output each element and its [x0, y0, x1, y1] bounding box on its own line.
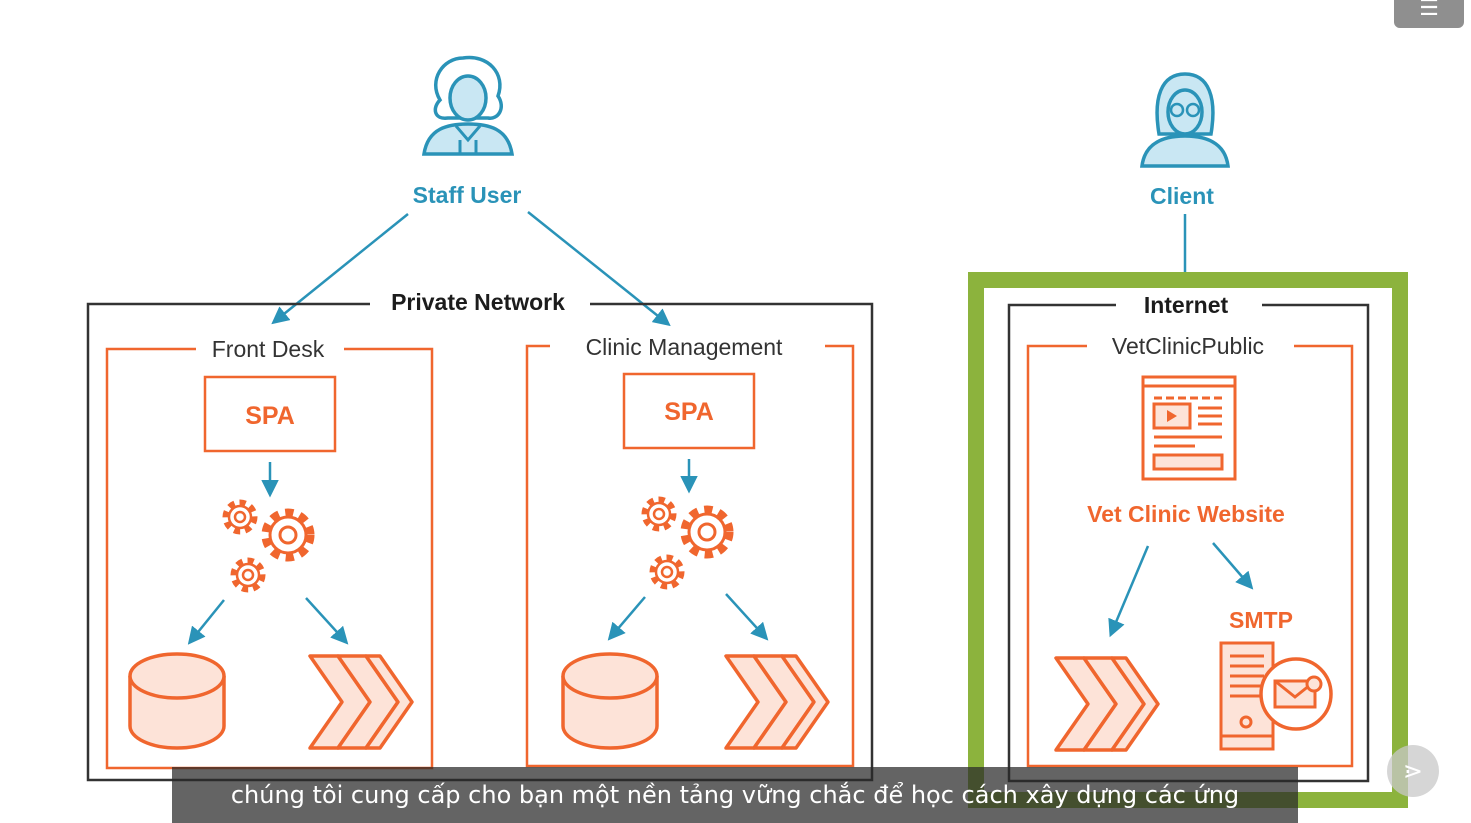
front-desk-db-arrow	[187, 599, 225, 645]
clinic-management-frame	[525, 344, 855, 768]
website-icon	[1141, 375, 1237, 481]
clinic-management-spa-box	[622, 372, 756, 450]
staff-to-clinic-management-arrow	[527, 211, 671, 327]
smtp-label: SMTP	[1229, 607, 1293, 633]
staff-user-label: Staff User	[413, 182, 522, 208]
vet-clinic-website-label: Vet Clinic Website	[1087, 501, 1285, 527]
front-desk-title: Front Desk	[212, 336, 325, 362]
front-desk-spa-box	[203, 375, 337, 453]
website-to-queue-arrow	[1108, 545, 1150, 638]
front-desk-spa-label: SPA	[245, 402, 295, 430]
smtp-server-icon	[1219, 641, 1275, 751]
internet-title: Internet	[1144, 292, 1229, 318]
mail-icon	[1259, 657, 1333, 731]
front-desk-database-icon	[128, 652, 226, 750]
client-label: Client	[1150, 183, 1214, 209]
vet-clinic-queue-icon	[1054, 656, 1160, 752]
private-network-title: Private Network	[391, 289, 565, 315]
clinic-management-title: Clinic Management	[586, 334, 783, 360]
video-subtitle: chúng tôi cung cấp cho bạn một nền tảng …	[172, 767, 1298, 823]
clinic-management-db-arrow	[607, 596, 646, 641]
clinic-management-database-icon	[561, 652, 659, 750]
clinic-management-queue-icon	[724, 654, 830, 750]
front-desk-gears-icon	[226, 503, 310, 589]
menu-icon[interactable]: ☰	[1394, 0, 1464, 28]
front-desk-queue-arrow	[305, 597, 349, 645]
client-icon	[1140, 72, 1230, 168]
front-desk-queue-icon	[308, 654, 414, 750]
clinic-management-queue-arrow	[725, 593, 769, 641]
clinic-management-gears-icon	[645, 500, 729, 586]
vet-clinic-public-title: VetClinicPublic	[1112, 333, 1264, 359]
vet-clinic-public-frame	[1026, 344, 1354, 768]
staff-user-icon	[421, 55, 515, 156]
website-to-smtp-arrow	[1212, 542, 1254, 590]
clinic-management-spa-label: SPA	[664, 398, 714, 426]
staff-to-front-desk-arrow	[271, 213, 409, 325]
next-play-icon[interactable]: ⋗	[1387, 745, 1439, 797]
